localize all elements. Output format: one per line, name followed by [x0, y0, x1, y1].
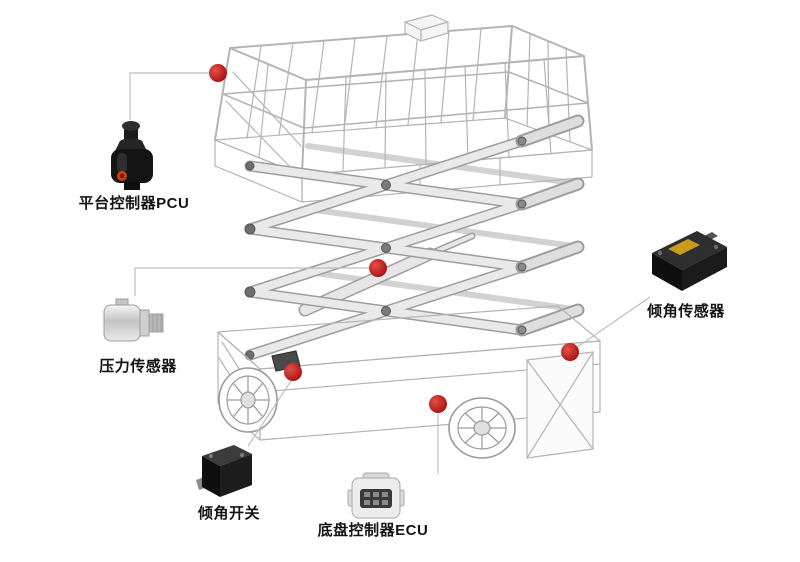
- pcu-device-image: [111, 121, 153, 190]
- leader-pressure-sensor: [134, 267, 378, 296]
- label-pressure-sensor: 压力传感器: [99, 358, 177, 375]
- left-wheel: [218, 367, 278, 433]
- tilt-sensor-image: [652, 231, 727, 291]
- marker-ecu: [429, 395, 447, 413]
- marker-pressure-sensor: [369, 259, 387, 277]
- platform-guardrail: [214, 25, 593, 176]
- leader-pcu: [129, 72, 218, 120]
- platform-control-box: [404, 14, 449, 42]
- right-wheel: [448, 397, 516, 459]
- label-tilt-switch: 倾角开关: [197, 505, 260, 522]
- scissor-cross-tubes: [515, 114, 585, 337]
- marker-pcu: [209, 64, 227, 82]
- ecu-image: [347, 472, 405, 519]
- tilt-switch-image: [196, 445, 252, 497]
- leader-tilt-sensor: [575, 296, 651, 349]
- marker-tilt-switch: [284, 363, 302, 381]
- leader-tilt-switch: [247, 377, 294, 447]
- leader-lines: [129, 72, 651, 474]
- label-ecu: 底盘控制器ECU: [317, 522, 429, 539]
- label-tilt-sensor: 倾角传感器: [647, 303, 725, 320]
- label-pcu: 平台控制器PCU: [78, 195, 190, 212]
- lift-wireframe: [214, 14, 601, 459]
- marker-tilt-sensor: [561, 343, 579, 361]
- pressure-sensor-image: [103, 298, 164, 342]
- scissor-pivots: [244, 136, 527, 360]
- markers: [209, 64, 579, 413]
